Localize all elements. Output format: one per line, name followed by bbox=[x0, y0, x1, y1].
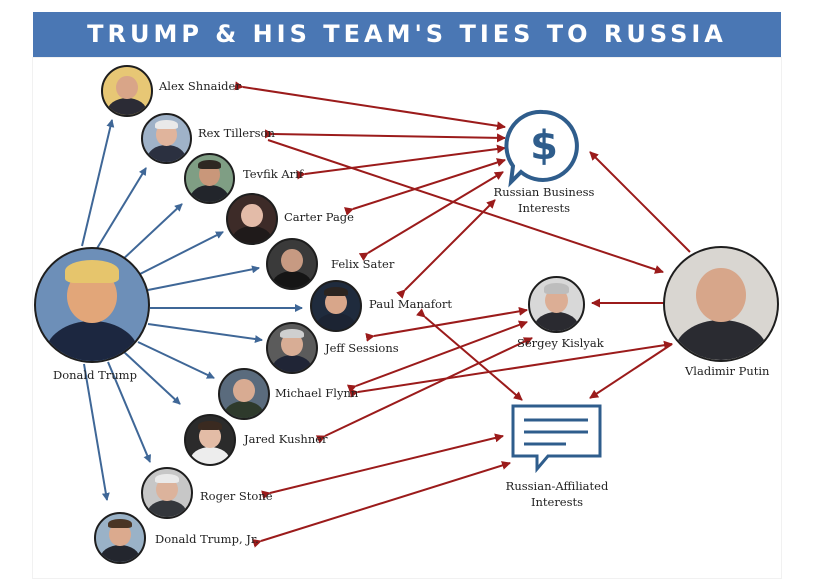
arrow-putin-affiliated bbox=[589, 343, 673, 399]
portrait-felix-sater bbox=[266, 238, 318, 290]
arrow-kushner-kislyak bbox=[315, 337, 533, 444]
label-russian-business-interests: Russian Business Interests bbox=[488, 184, 600, 216]
portrait-jeff-sessions bbox=[266, 322, 318, 374]
russia-arrows bbox=[234, 81, 691, 548]
portrait-paul-manafort bbox=[310, 280, 362, 332]
label-sergey-kislyak: Sergey Kislyak bbox=[517, 336, 604, 350]
arrow-trump-sater bbox=[147, 265, 260, 291]
arrow-putin-business bbox=[589, 151, 691, 253]
affiliated-label-line2: Interests bbox=[530, 495, 584, 509]
portrait-alex-shnaider bbox=[101, 65, 153, 117]
label-tevfik-arif: Tevfik Arif bbox=[243, 167, 304, 181]
portrait-jared-kushner bbox=[184, 414, 236, 466]
arrow-trump-flynn bbox=[137, 341, 215, 379]
page-title: Trump & His Team's Ties to Russia bbox=[87, 20, 727, 48]
portrait-michael-flynn bbox=[218, 368, 270, 420]
arrow-trump-trumpjr bbox=[83, 363, 110, 501]
arrow-trump-sessions bbox=[147, 323, 263, 343]
arrow-tillerson-business bbox=[264, 129, 506, 143]
arrow-trump-arif bbox=[119, 203, 183, 263]
label-jeff-sessions: Jeff Sessions bbox=[325, 341, 399, 355]
label-vladimir-putin: Vladimir Putin bbox=[685, 364, 770, 378]
portrait-donald-trump-jr bbox=[94, 512, 146, 564]
portrait-rex-tillerson bbox=[141, 113, 192, 164]
trump-arrows bbox=[81, 119, 303, 501]
label-donald-trump: Donald Trump bbox=[53, 368, 137, 382]
label-paul-manafort: Paul Manafort bbox=[369, 297, 453, 311]
portrait-tevfik-arif bbox=[184, 153, 235, 204]
portrait-vladimir-putin bbox=[663, 246, 779, 362]
arrow-trumpjr-affiliated bbox=[252, 461, 511, 548]
arrow-shnaider-business bbox=[234, 81, 506, 131]
label-michael-flynn: Michael Flynn bbox=[275, 386, 359, 400]
label-felix-sater: Felix Sater bbox=[331, 257, 395, 271]
dollar-speech-bubble-icon: $ bbox=[504, 109, 579, 188]
portrait-sergey-kislyak bbox=[528, 276, 585, 333]
arrow-tillerson-putin bbox=[267, 139, 664, 274]
label-jared-kushner: Jared Kushner bbox=[244, 432, 328, 446]
svg-text:$: $ bbox=[530, 123, 558, 169]
document-speech-bubble-icon bbox=[511, 404, 602, 474]
arrow-trump-page bbox=[139, 231, 224, 275]
label-rex-tillerson: Rex Tillerson bbox=[198, 126, 275, 140]
arrow-trump-shnaider bbox=[81, 119, 115, 247]
business-label-line1: Russian Business bbox=[493, 185, 595, 199]
arrow-sessions-kislyak bbox=[365, 306, 528, 342]
label-roger-stone: Roger Stone bbox=[200, 489, 273, 503]
arrow-trump-stone bbox=[107, 361, 151, 463]
label-donald-trump-jr: Donald Trump, Jr. bbox=[155, 532, 259, 546]
label-alex-shnaider: Alex Shnaider bbox=[159, 79, 241, 93]
arrow-trump-tillerson bbox=[95, 167, 147, 251]
business-label-line2: Interests bbox=[517, 201, 571, 215]
label-carter-page: Carter Page bbox=[284, 210, 354, 224]
portrait-donald-trump bbox=[34, 247, 150, 363]
portrait-roger-stone bbox=[141, 467, 193, 519]
arrow-manafort-business bbox=[396, 199, 496, 299]
affiliated-label-line1: Russian-Affiliated bbox=[505, 479, 609, 493]
label-russian-affiliated-interests: Russian-Affiliated Interests bbox=[495, 478, 619, 510]
portrait-carter-page bbox=[226, 193, 278, 245]
title-banner: Trump & His Team's Ties to Russia bbox=[33, 12, 781, 58]
